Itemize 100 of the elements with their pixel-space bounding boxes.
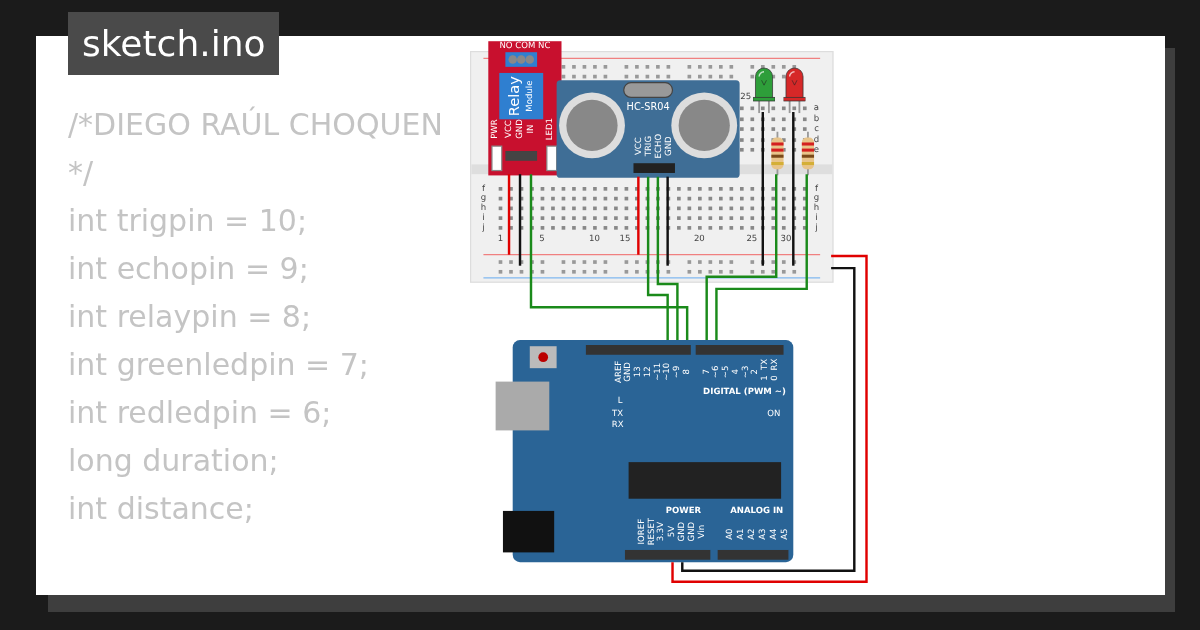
board-label: HC-SR04: [626, 102, 670, 112]
led: [753, 65, 775, 114]
pin-label: GND: [515, 119, 525, 139]
resistor: [770, 131, 785, 176]
hole-label: 20: [693, 234, 705, 244]
hole-label: h: [813, 204, 820, 213]
wire: [705, 174, 778, 341]
code-line: int redledpin = 6;: [68, 398, 332, 428]
pin-label: LED1: [546, 118, 555, 141]
hole-label: 1: [497, 234, 504, 244]
pin-label: GND: [678, 521, 687, 542]
pin-label: PWR: [491, 119, 500, 139]
pin-label: VCC: [635, 137, 644, 156]
code-line: int relaypin = 8;: [68, 302, 312, 332]
pin-label: A2: [747, 528, 757, 540]
hole-label: f: [814, 184, 818, 194]
hole-label: h: [480, 204, 487, 213]
pin-label: GND: [624, 362, 633, 382]
pin-label: 0: [770, 375, 780, 381]
wire: [637, 176, 640, 255]
resistor: [800, 131, 816, 176]
hole-label: 25: [746, 234, 758, 244]
hole-label: c: [814, 124, 819, 134]
pin-label: Vin: [697, 524, 707, 539]
hole-label: 5: [539, 234, 545, 244]
hole-label: e: [813, 145, 820, 155]
pin-label: TX: [760, 359, 770, 371]
pin-label: 3.3V: [657, 521, 666, 542]
code-line: int echopin = 9;: [68, 254, 309, 284]
pin-label: ~6: [712, 365, 721, 379]
board-label: POWER: [665, 506, 702, 516]
board-label: RX: [611, 421, 624, 430]
pin-label: RESET: [647, 517, 657, 546]
pin-label: ~3: [741, 365, 750, 379]
pin-label: 13: [634, 366, 643, 378]
board-label: L: [617, 396, 623, 406]
pin-label: 4: [731, 369, 741, 375]
wire: [646, 176, 669, 341]
board-label: DIGITAL (PWM ~): [703, 388, 786, 397]
hole-label: 10: [589, 234, 600, 244]
hole-label: i: [482, 213, 485, 223]
hole-label: d: [813, 135, 820, 145]
wire: [671, 254, 868, 583]
pin-label: IOREF: [637, 518, 647, 545]
hole-label: b: [813, 115, 820, 124]
board-label: ON: [767, 410, 781, 419]
pin-label: 1: [760, 375, 770, 381]
hole-label: j: [482, 223, 485, 233]
wire: [518, 174, 522, 266]
pin-label: GND: [664, 136, 674, 156]
pin-label: A1: [736, 528, 746, 540]
code-line: int distance;: [68, 494, 254, 524]
wire: [529, 174, 689, 341]
pin-label: RX: [770, 358, 780, 371]
wire: [761, 112, 764, 266]
pin-label: 2: [751, 369, 760, 375]
wire: [656, 176, 679, 341]
pin-label: Relay: [506, 76, 522, 117]
pin-label: TRIG: [645, 136, 654, 157]
hole-label: a: [813, 104, 820, 113]
code-line: int trigpin = 10;: [68, 206, 307, 236]
hole-label: j: [815, 223, 818, 233]
pin-label: IN: [526, 124, 536, 134]
wire: [792, 112, 795, 266]
pin-label: 5V: [668, 526, 677, 538]
hole-label: g: [480, 194, 487, 203]
code-line: long duration;: [68, 446, 279, 476]
hole-label: 25: [740, 93, 752, 102]
hole-label: 30: [780, 234, 792, 244]
code-line: */: [68, 158, 94, 188]
pin-label: Module: [525, 80, 535, 112]
wire: [507, 174, 511, 255]
pin-label: AREF: [614, 360, 624, 383]
pin-label: 12: [643, 366, 653, 378]
pin-label: A0: [725, 528, 735, 540]
pin-label: ~5: [721, 365, 731, 379]
pin-label: 7: [702, 369, 711, 375]
pin-label: GND: [687, 521, 697, 542]
hole-label: i: [815, 213, 818, 223]
wire: [666, 176, 669, 266]
title-tab: sketch.ino: [68, 12, 280, 75]
pin-label: ECHO: [654, 133, 664, 159]
wire: [715, 174, 808, 341]
pin-label: ~10: [663, 362, 672, 381]
board-label: TX: [612, 410, 624, 419]
pin-label: A3: [758, 528, 768, 540]
hole-label: g: [813, 194, 820, 203]
relay-module: [488, 41, 562, 176]
pin-label: 8: [682, 369, 692, 375]
code-line: int greenledpin = 7;: [68, 350, 369, 380]
hole-label: 15: [619, 234, 631, 244]
led: [783, 65, 806, 114]
pin-label: VCC: [504, 120, 514, 138]
pin-label: A4: [769, 528, 779, 540]
hole-label: f: [481, 184, 485, 194]
wire: [681, 266, 856, 572]
board-label: ANALOG IN: [730, 506, 784, 516]
pin-label: ~11: [653, 362, 663, 381]
pin-label: A5: [780, 528, 790, 540]
pin-label: ~9: [673, 365, 682, 379]
